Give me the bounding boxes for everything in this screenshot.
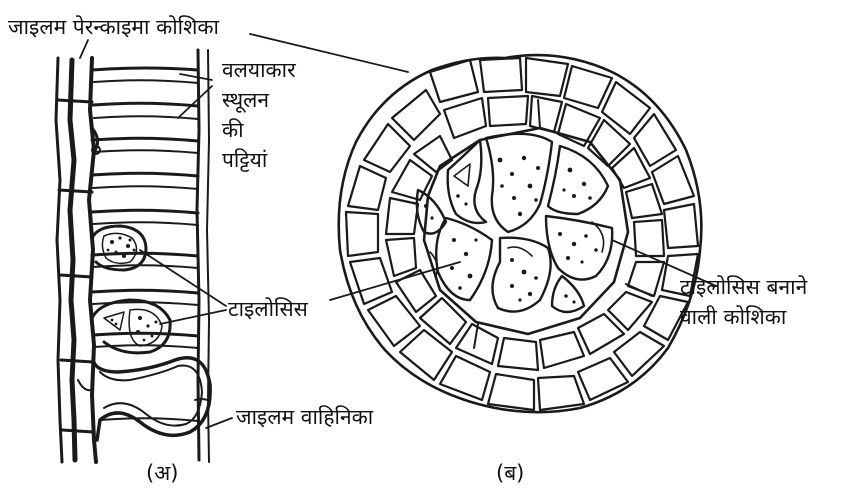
leader-tylosis-3 — [330, 262, 460, 300]
leader-lines — [80, 34, 716, 428]
annular-line-4: पट्टियां — [222, 145, 342, 175]
forming-line-2: वाली कोशिका — [680, 302, 856, 332]
leader-vessel — [206, 418, 232, 428]
label-annular-thickening: वलयाकार स्थूलन की पट्टियां — [222, 55, 342, 175]
annular-line-1: वलयाकार — [222, 55, 342, 85]
transverse-section — [339, 55, 702, 412]
leader-parenchyma-a — [80, 40, 88, 58]
label-xylem-vessel: जाइलम वाहिनिका — [236, 404, 373, 430]
leader-annular-2 — [178, 86, 212, 118]
forming-line-1: टाइलोसिस बनाने — [680, 272, 856, 302]
annular-line-3: की — [222, 115, 342, 145]
annular-line-2: स्थूलन — [222, 85, 342, 115]
label-tylosis: टाइलोसिस — [228, 296, 308, 322]
tylosis-texture-b — [424, 156, 598, 304]
vessel-longitudinal-section — [56, 50, 210, 462]
leader-annular — [180, 74, 212, 80]
caption-figure-b: (ब) — [496, 460, 524, 486]
label-xylem-parenchyma-cell: जाइलम पेरन्काइमा कोशिका — [8, 14, 219, 40]
caption-figure-a: (अ) — [146, 460, 178, 486]
label-tylosis-forming-cell: टाइलोसिस बनाने वाली कोशिका — [680, 272, 856, 332]
leader-tylosis-1 — [140, 250, 226, 306]
